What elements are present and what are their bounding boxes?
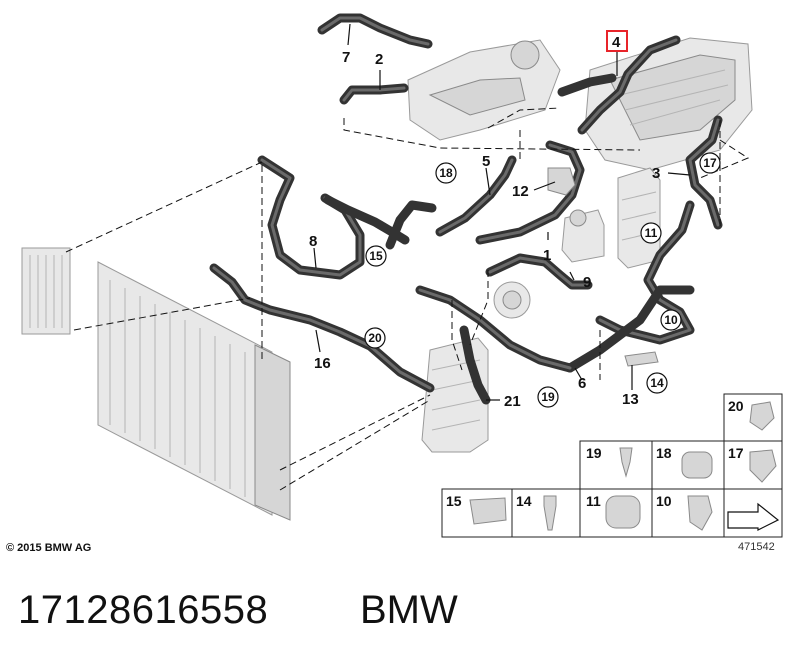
radiator-main <box>97 261 291 521</box>
brand-name: BMW <box>360 588 458 632</box>
callout-16: 16 <box>314 355 331 372</box>
coolant-reservoir <box>561 209 605 263</box>
hose-8 <box>257 155 365 280</box>
callouts: 7 2 4 3 5 12 8 1 9 16 6 21 13 <box>309 34 660 410</box>
callout-4: 4 <box>612 34 621 51</box>
legend-label-15: 15 <box>446 493 462 509</box>
callout-17: 17 <box>703 156 717 170</box>
legend-label-20: 20 <box>728 398 744 414</box>
direction-arrow-icon <box>727 502 780 531</box>
legend-label-10: 10 <box>656 493 672 509</box>
clamp-11-icon <box>605 495 641 529</box>
callout-13: 13 <box>622 391 639 408</box>
parts-legend: 20 19 18 17 15 14 11 10 <box>441 393 783 538</box>
diagram-id: 471542 <box>738 541 775 553</box>
intercooler-right <box>617 167 661 269</box>
hose-2 <box>339 83 409 105</box>
bracket-13 <box>624 351 659 367</box>
callout-1: 1 <box>543 247 551 264</box>
legend-label-11: 11 <box>586 493 601 509</box>
callout-20: 20 <box>368 331 382 345</box>
callout-8: 8 <box>309 233 317 250</box>
hose-1 <box>475 140 585 245</box>
hose-7 <box>317 13 433 49</box>
circled-callouts: 18 17 11 15 10 20 19 14 <box>364 152 721 408</box>
legend-cell-19 <box>579 440 653 490</box>
legend-label-14: 14 <box>516 493 532 509</box>
charge-air-cooler <box>421 337 489 453</box>
callout-21: 21 <box>504 393 521 410</box>
hose-15 <box>323 195 437 250</box>
callout-10: 10 <box>664 313 678 327</box>
hose-9 <box>485 253 593 290</box>
callout-14: 14 <box>650 376 664 390</box>
legend-label-18: 18 <box>656 445 672 461</box>
part-number: 17128616558 <box>18 588 269 632</box>
callout-12: 12 <box>512 183 529 200</box>
dashed-guides <box>65 107 750 491</box>
clip-19-icon <box>619 447 633 478</box>
legend-label-17: 17 <box>728 445 744 461</box>
callout-3: 3 <box>652 165 660 182</box>
callout-5: 5 <box>482 153 490 170</box>
callout-15: 15 <box>369 249 383 263</box>
hose-10-11 <box>595 200 695 345</box>
bracket-12 <box>547 167 576 196</box>
water-pump <box>493 281 531 319</box>
hose-4 <box>557 35 681 135</box>
callout-18: 18 <box>439 166 453 180</box>
callout-9: 9 <box>583 274 591 291</box>
hose-6 <box>415 285 695 373</box>
clamp-17-icon <box>749 449 777 483</box>
clamp-20-icon <box>749 401 775 431</box>
hose-16 <box>209 263 435 393</box>
hose-3-17 <box>685 115 723 230</box>
screw-14-icon <box>543 495 557 531</box>
callout-2: 2 <box>375 51 383 68</box>
callout-19: 19 <box>541 390 555 404</box>
connector-18-icon <box>681 451 713 479</box>
expansion-tank <box>407 39 561 141</box>
leader-lines <box>313 23 691 401</box>
clip-10-icon <box>687 495 713 531</box>
copyright-text: © 2015 BMW AG <box>6 542 92 554</box>
legend-label-19: 19 <box>586 445 602 461</box>
callout-6: 6 <box>578 375 586 392</box>
hose-clamp-15-icon <box>469 497 507 525</box>
callout-11: 11 <box>645 226 658 240</box>
highlight-box-4 <box>606 30 628 52</box>
radiator-small <box>21 247 71 335</box>
hose-21 <box>459 325 491 405</box>
callout-7: 7 <box>342 49 350 66</box>
